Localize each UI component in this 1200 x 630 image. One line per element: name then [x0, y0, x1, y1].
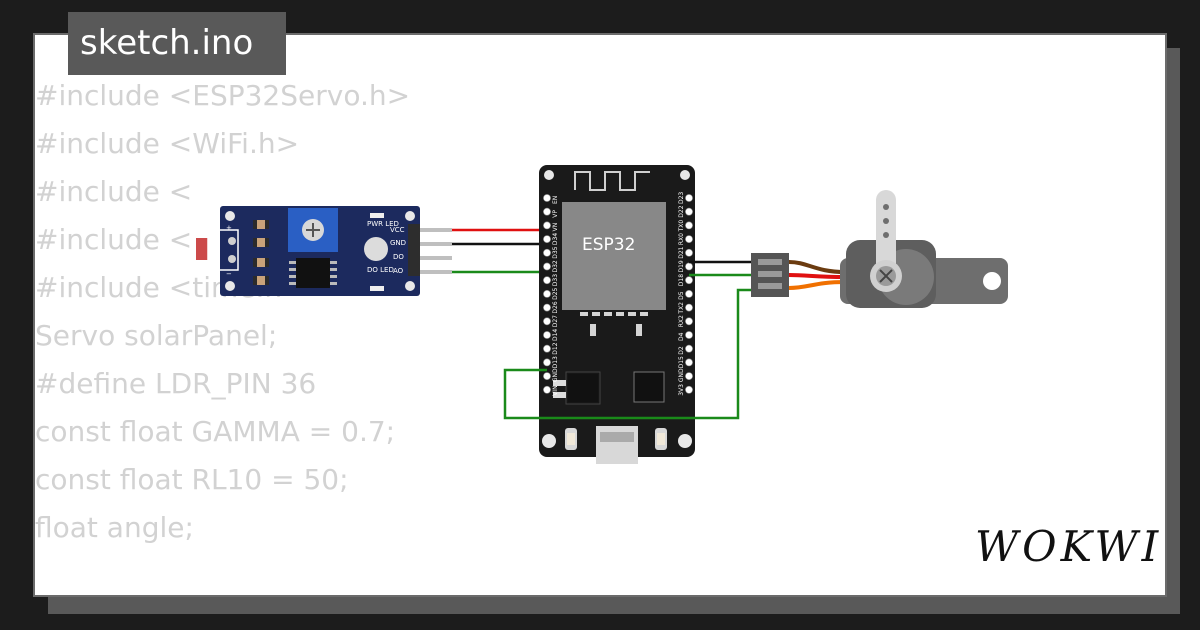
esp32-pin-right[interactable] — [685, 248, 693, 257]
esp32-pin-label: VP — [552, 210, 559, 218]
esp32-pin-label: 3V3 — [678, 384, 685, 396]
esp32-pin-label: D25 — [552, 287, 559, 299]
plus-label: + — [226, 224, 232, 232]
esp32-pin-label: D21 — [678, 246, 685, 258]
esp32-pin-right[interactable] — [685, 372, 693, 380]
esp32-pin-label: D32 — [552, 260, 559, 272]
esp32-pin-label: D23 — [678, 192, 685, 204]
pin-do-label: DO — [393, 253, 404, 261]
sketch-tab[interactable]: sketch.ino — [68, 12, 286, 75]
esp32-pin-right[interactable] — [685, 221, 693, 230]
esp32-pin-left[interactable] — [543, 331, 551, 339]
esp32-pin-left[interactable] — [543, 221, 551, 230]
pin-ao-label: AO — [393, 267, 404, 275]
esp32-pin-left[interactable] — [543, 344, 551, 353]
esp32-pin-left[interactable] — [543, 372, 551, 380]
code-line: const float RL10 = 50; — [35, 463, 349, 496]
esp32-pin-left[interactable] — [543, 248, 551, 257]
esp32-pin-label: RX2 — [678, 315, 685, 327]
code-line: Servo solarPanel; — [35, 319, 278, 352]
code-preview: #include <ESP32Servo.h> #include <WiFi.h… — [35, 72, 410, 552]
esp32-pin-right[interactable] — [685, 385, 693, 394]
esp32-pin-label: D2 — [678, 346, 685, 355]
esp32-pin-label: GND — [552, 368, 559, 382]
code-line: const float GAMMA = 0.7; — [35, 415, 396, 448]
esp32-pin-right[interactable] — [685, 317, 693, 326]
do-led-label: DO LED — [367, 266, 394, 274]
esp32-pin-left[interactable] — [543, 235, 551, 243]
esp32-pin-label: D12 — [552, 342, 559, 354]
esp32-chip-label: ESP32 — [582, 235, 635, 255]
esp32-pin-label: VIN — [552, 385, 559, 395]
code-line: #include <WiFi.h> — [35, 127, 300, 160]
esp32-pin-left[interactable] — [543, 289, 551, 298]
ldr-module[interactable]: + − PWR LED DO LED VCC GND DO AO — [196, 206, 452, 296]
esp32-pin-left[interactable] — [543, 385, 551, 394]
esp32-board[interactable]: ESP32 ENVPVND34D35D32D33D25D26D27D14D12D… — [539, 165, 695, 464]
esp32-module — [562, 202, 666, 310]
wokwi-logo: WOKWI — [975, 522, 1163, 571]
minus-label: − — [226, 270, 232, 278]
usb-port — [596, 426, 638, 464]
esp32-pin-label: D19 — [678, 260, 685, 272]
esp32-pin-label: D15 — [678, 356, 685, 368]
esp32-pin-right[interactable] — [685, 331, 693, 339]
esp32-pin-label: D35 — [552, 246, 559, 258]
code-line: #define LDR_PIN 36 — [35, 367, 317, 400]
esp32-pin-left[interactable] — [543, 276, 551, 285]
pin-gnd-label: GND — [390, 239, 406, 247]
wire-3v3-loop[interactable] — [503, 288, 752, 420]
esp32-pin-label: D5 — [678, 291, 685, 300]
code-line: #include < — [35, 175, 193, 208]
esp32-pin-label: D22 — [678, 205, 685, 217]
esp32-pin-left[interactable] — [543, 207, 551, 216]
esp32-pin-right[interactable] — [685, 207, 693, 216]
pwr-led-label: PWR LED — [367, 220, 399, 228]
esp32-pin-label: GND — [678, 368, 685, 382]
esp32-pin-label: EN — [552, 196, 559, 204]
esp32-pin-left[interactable] — [543, 303, 551, 312]
servo-motor[interactable] — [751, 190, 1008, 308]
esp32-pin-right[interactable] — [685, 194, 693, 202]
esp32-pin-label: D26 — [552, 301, 559, 313]
esp32-pin-label: RX0 — [678, 233, 685, 245]
code-line: float angle; — [35, 511, 194, 544]
esp32-pin-label: TX2 — [678, 302, 685, 315]
esp32-pin-right[interactable] — [685, 262, 693, 271]
ldr-sensor — [196, 238, 208, 260]
esp32-pin-label: D4 — [678, 332, 685, 341]
esp32-pin-label: D18 — [678, 274, 685, 286]
esp32-pin-label: D13 — [552, 356, 559, 368]
esp32-pin-right[interactable] — [685, 358, 693, 367]
code-line: #include < — [35, 223, 193, 256]
esp32-pin-right[interactable] — [685, 344, 693, 353]
esp32-pin-label: D14 — [552, 329, 559, 341]
esp32-pin-label: D33 — [552, 274, 559, 286]
pin-vcc-label: VCC — [390, 226, 405, 234]
esp32-pin-label: TX0 — [678, 220, 685, 233]
esp32-pin-right[interactable] — [685, 303, 693, 312]
code-line: #include <ESP32Servo.h> — [35, 79, 411, 112]
esp32-pin-label: D34 — [552, 233, 559, 245]
esp32-pin-left[interactable] — [543, 358, 551, 367]
esp32-pin-left[interactable] — [543, 262, 551, 271]
esp32-pin-left[interactable] — [543, 317, 551, 326]
esp32-pin-right[interactable] — [685, 289, 693, 298]
esp32-pin-label: D27 — [552, 315, 559, 327]
esp32-pin-right[interactable] — [685, 235, 693, 243]
esp32-pin-right[interactable] — [685, 276, 693, 285]
esp32-pin-left[interactable] — [543, 194, 551, 202]
esp32-pin-label: VN — [552, 223, 559, 232]
